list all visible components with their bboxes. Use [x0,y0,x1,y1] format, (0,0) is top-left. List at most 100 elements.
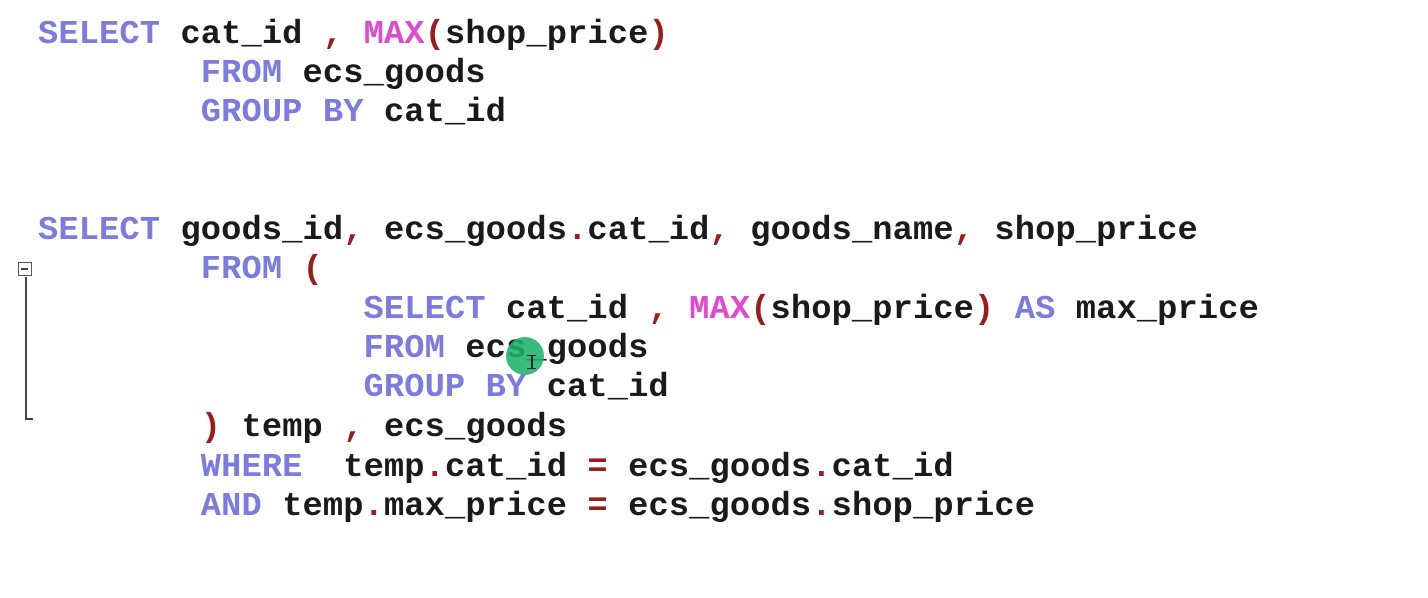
code-token-identifier: shop_price [831,488,1036,526]
code-token-whitespace [364,212,384,250]
code-token-operator: = [587,488,608,526]
code-token-whitespace [282,251,302,289]
code-token-whitespace [486,291,506,329]
code-token-identifier: cat_id [546,369,669,407]
code-line[interactable]: AND temp.max_price = ecs_goods.shop_pric… [38,490,1035,524]
code-token-whitespace [445,330,465,368]
collapse-minus-icon[interactable] [18,262,32,276]
code-token-operator: . [811,488,832,526]
code-token-identifier: ecs_goods [628,449,812,487]
code-token-whitespace [38,449,201,487]
code-token-keyword: FROM [200,55,283,93]
code-token-operator: , [648,291,669,329]
code-token-whitespace [282,55,302,93]
fold-guide-end [25,418,33,420]
code-token-identifier: cat_id [444,449,568,487]
code-token-identifier: cat_id [180,16,303,54]
mouse-pointer-highlight-icon [506,337,544,375]
code-token-keyword: SELECT [38,16,161,54]
code-token-whitespace [669,291,689,329]
code-token-identifier: temp [241,409,323,447]
fold-guide-line [25,277,27,419]
code-token-identifier: cat_id [831,449,954,487]
code-line[interactable]: SELECT cat_id , MAX(shop_price) [38,18,669,52]
code-token-operator: ) [974,291,995,329]
code-token-whitespace [38,291,364,329]
code-token-function: MAX [363,16,425,54]
code-token-keyword: SELECT [38,212,161,250]
code-line[interactable]: WHERE temp.cat_id = ecs_goods.cat_id [38,451,954,485]
code-token-whitespace [221,409,241,447]
code-token-identifier: temp [343,449,425,487]
code-token-whitespace [38,94,201,132]
code-token-whitespace [303,449,344,487]
code-token-operator: . [567,212,588,250]
code-token-whitespace [567,449,587,487]
code-token-whitespace [567,488,587,526]
code-token-identifier: max_price [383,488,568,526]
code-line[interactable]: FROM ecs_goods [38,57,486,91]
code-token-operator: ( [750,291,771,329]
code-line[interactable]: FROM ( [38,253,323,287]
code-token-identifier: shop_price [770,291,975,329]
code-token-whitespace [38,251,201,289]
code-token-whitespace [38,409,201,447]
code-token-operator: ) [648,16,669,54]
code-token-operator: , [343,212,364,250]
code-token-identifier: cat_id [505,291,629,329]
code-token-keyword: WHERE [200,449,303,487]
code-token-whitespace [38,369,364,407]
code-token-operator: . [363,488,384,526]
code-token-whitespace [364,409,384,447]
code-line[interactable]: SELECT goods_id, ecs_goods.cat_id, goods… [38,214,1198,248]
code-token-identifier: ecs_goods [628,488,812,526]
code-token-operator: , [322,16,344,54]
code-token-identifier: ecs_goods [465,330,649,368]
code-token-identifier: shop_price [994,212,1198,250]
code-token-whitespace [730,212,750,250]
code-token-whitespace [994,291,1014,329]
code-token-operator: ( [302,251,323,289]
code-token-operator: . [811,449,832,487]
code-token-operator: ( [424,16,445,54]
code-token-identifier: ecs_goods [383,212,568,250]
code-token-operator: , [953,212,975,250]
code-token-keyword: AND [200,488,262,526]
code-token-keyword: AS [1014,291,1056,329]
code-token-identifier: goods_id [180,212,344,250]
code-token-keyword: GROUP BY [200,94,364,132]
code-token-whitespace [160,212,180,250]
code-line[interactable]: GROUP BY cat_id [38,371,669,405]
code-token-whitespace [38,330,364,368]
code-token-whitespace [262,488,282,526]
code-token-whitespace [38,488,201,526]
code-line[interactable]: ) temp , ecs_goods [38,411,567,445]
code-line[interactable]: FROM ecs_goods [38,330,649,368]
code-token-keyword: FROM [363,330,445,368]
code-token-operator: . [424,449,445,487]
code-token-whitespace [323,409,343,447]
code-token-whitespace [1055,291,1075,329]
code-token-identifier: ecs_goods [383,409,568,447]
code-token-whitespace [343,16,363,54]
code-token-operator: ) [200,409,222,447]
code-token-keyword: SELECT [363,291,486,329]
code-token-identifier: ecs_goods [302,55,486,93]
code-token-whitespace [364,94,384,132]
code-token-identifier: goods_name [750,212,954,250]
code-token-whitespace [38,55,201,93]
code-line[interactable]: GROUP BY cat_id [38,96,506,130]
code-token-identifier: shop_price [445,16,649,54]
code-line[interactable]: SELECT cat_id , MAX(shop_price) AS max_p… [38,293,1259,327]
code-token-identifier: cat_id [587,212,710,250]
code-token-identifier: temp [282,488,364,526]
i-beam-caret-icon [527,355,537,369]
code-token-identifier: cat_id [383,94,506,132]
code-token-operator: , [709,212,730,250]
code-token-identifier: max_price [1075,291,1259,329]
code-token-operator: = [587,449,608,487]
code-token-operator: , [343,409,364,447]
code-token-whitespace [303,16,323,54]
code-token-whitespace [160,16,180,54]
